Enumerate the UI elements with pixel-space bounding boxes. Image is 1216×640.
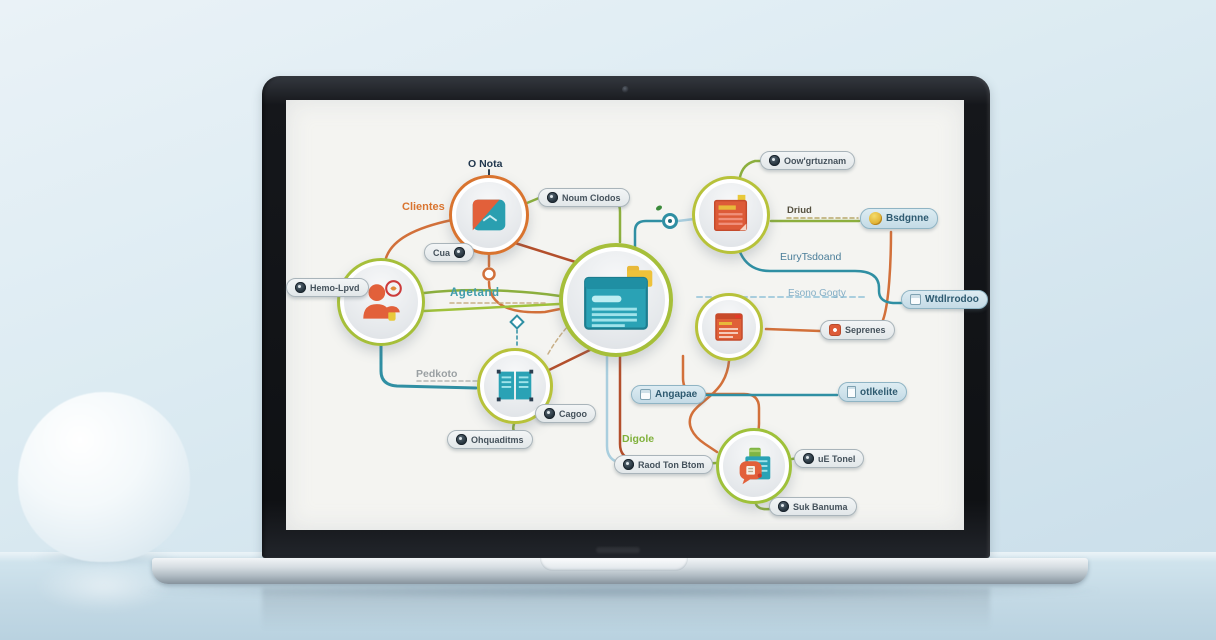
pill-label: Hemo-Lpvd [310, 282, 360, 293]
pill-seprenes[interactable]: Seprenes [820, 320, 895, 340]
pill-cua[interactable]: Cua [424, 243, 475, 262]
pill-bsdgnne[interactable]: Bsdgnne [860, 208, 938, 229]
pill-label: Noum Clodos [562, 192, 621, 203]
document-icon [847, 386, 856, 398]
pill-otlkelite[interactable]: otlkelite [838, 382, 907, 402]
pill-angapae[interactable]: Angapae [631, 385, 707, 404]
node-book[interactable] [477, 348, 553, 424]
laptop-shadow [140, 583, 1100, 599]
circle-badge-icon [454, 247, 466, 258]
laptop-base-notch [540, 558, 688, 571]
pill-hemo-lpvd[interactable]: Hemo-Lpvd [286, 278, 369, 297]
pill-ohquaditms[interactable]: Ohquaditms [447, 430, 533, 449]
pill-label: Ohquaditms [471, 434, 524, 445]
label-digole: Digole [622, 433, 655, 445]
pill-oow-grtuznam[interactable]: Oow'grtuznam [760, 151, 856, 170]
vase-reflection [34, 560, 174, 612]
circle-badge-icon [769, 155, 780, 166]
panel-icon [910, 294, 921, 305]
pill-label: Oow'grtuznam [784, 155, 847, 166]
pill-label: Wtdlrrodoo [925, 294, 979, 305]
panel-icon [640, 389, 651, 400]
circle-badge-icon [778, 501, 789, 512]
pill-label: Cagoo [559, 408, 587, 419]
pill-label: otlkelite [860, 386, 898, 398]
circle-badge-icon [803, 453, 814, 464]
pill-wtdlrrodoo[interactable]: Wtdlrrodoo [901, 290, 988, 309]
label-agetand: Agetand [450, 287, 500, 299]
circle-badge-icon [456, 434, 467, 445]
pill-suk-banuma[interactable]: Suk Banuma [769, 497, 857, 516]
circle-badge-icon [544, 408, 555, 419]
document-icon [713, 199, 748, 232]
label-eurytsdoand: EuryTsdoand [780, 251, 842, 263]
shield-icon [472, 199, 506, 231]
label-esono-gogty: Esono Gogty [788, 288, 846, 299]
node-browser-central[interactable] [559, 243, 673, 357]
label-clientes: Clientes [402, 201, 445, 213]
webcam-icon [622, 86, 629, 93]
node-person[interactable] [337, 258, 425, 346]
circle-badge-icon [623, 459, 634, 470]
circle-badge-icon [295, 282, 306, 293]
pill-cagoo[interactable]: Cagoo [535, 404, 596, 423]
laptop-reflection [262, 588, 990, 630]
node-shield[interactable] [449, 175, 529, 255]
chat-bubble-icon [739, 461, 762, 485]
yellow-ball-icon [869, 212, 882, 225]
pill-label: Bsdgnne [886, 213, 929, 224]
orange-badge-icon [829, 324, 841, 336]
badge-icon [385, 280, 402, 297]
node-chat[interactable] [716, 428, 792, 504]
pill-raod-ton-btom[interactable]: Raod Ton Btom [614, 455, 714, 474]
pill-label: Cua [433, 247, 451, 258]
laptop-logo-mark [596, 547, 640, 553]
label-pedkoto: Pedkoto [416, 368, 458, 380]
person-icon [363, 284, 391, 319]
pill-ue-tonel[interactable]: uE Tonel [794, 449, 865, 468]
circle-badge-icon [547, 192, 558, 203]
open-book-icon [496, 369, 534, 402]
browser-window-icon [584, 276, 648, 330]
node-document-large[interactable] [692, 176, 770, 254]
pill-label: Angapae [655, 389, 698, 400]
vase [18, 392, 190, 562]
pill-label: Raod Ton Btom [638, 459, 705, 470]
label-driud: Driud [787, 205, 812, 216]
node-document-small[interactable] [695, 293, 763, 361]
pill-label: Suk Banuma [793, 501, 848, 512]
mushroom-icon [384, 306, 400, 321]
pill-noum-clodos[interactable]: Noum Clodos [538, 188, 630, 207]
pill-label: uE Tonel [818, 453, 856, 464]
document-small-icon [715, 313, 743, 341]
pill-label: Seprenes [845, 325, 886, 335]
label-nota: O Nota [468, 158, 503, 170]
